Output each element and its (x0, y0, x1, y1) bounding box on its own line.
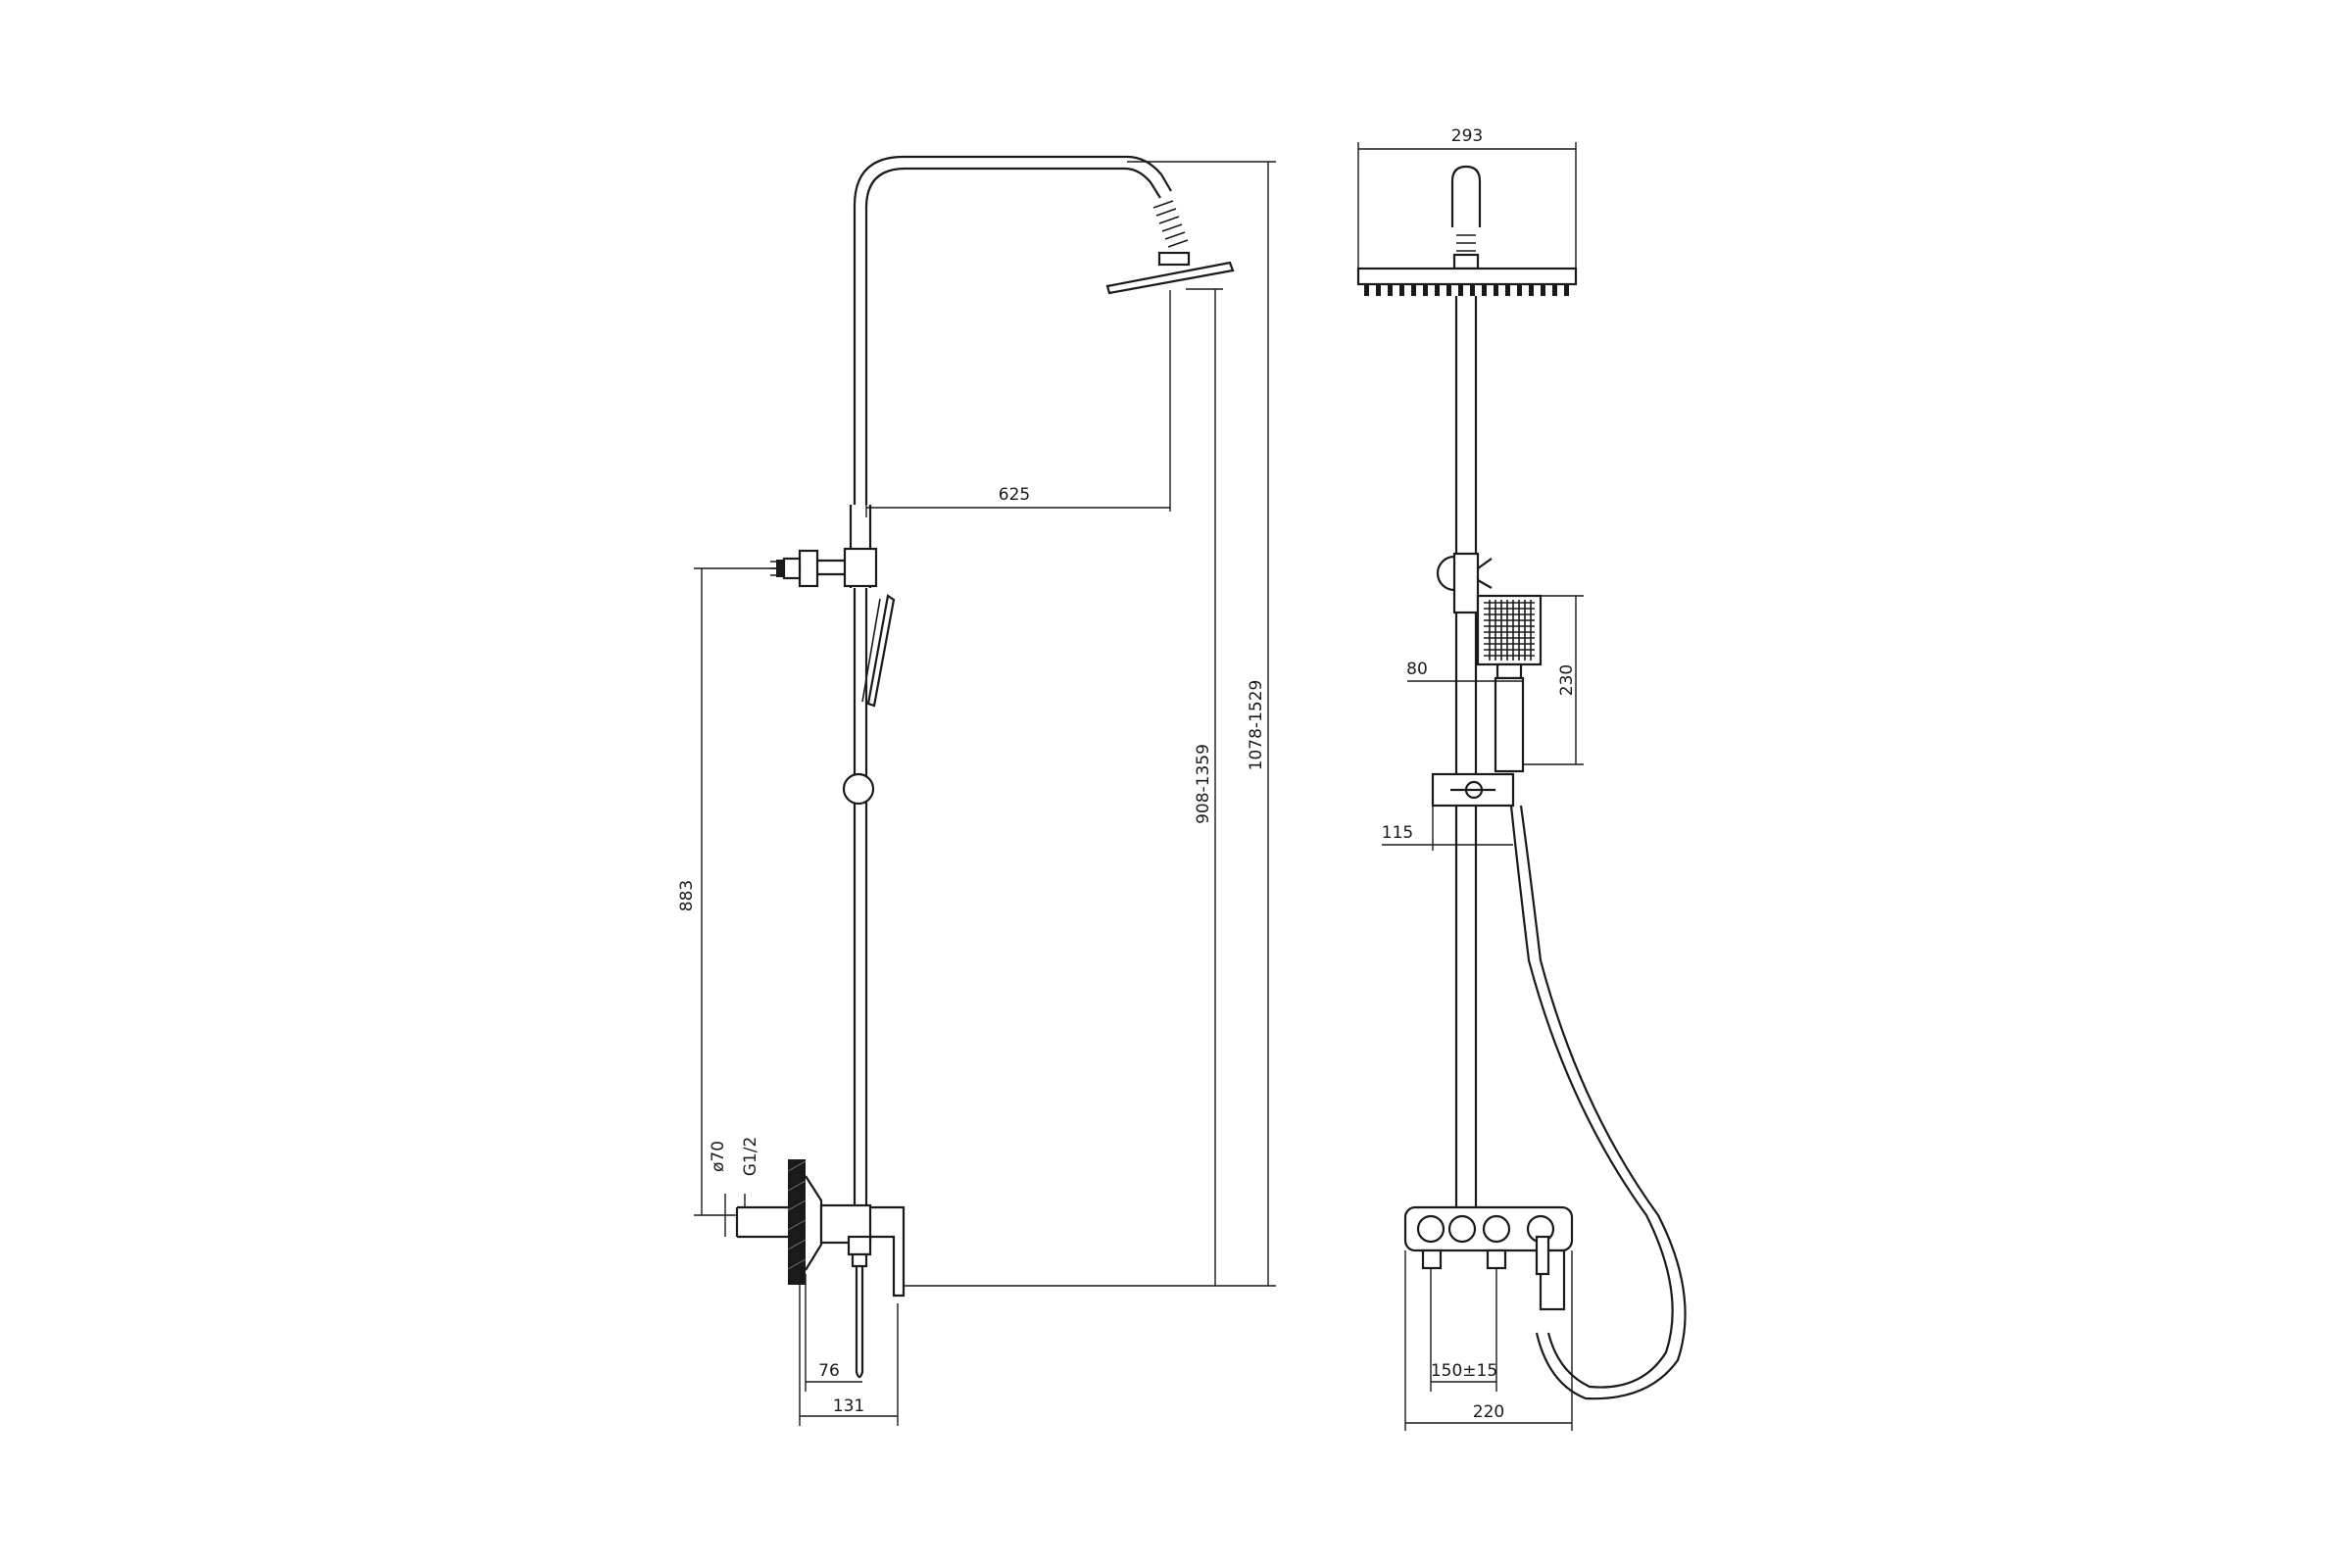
riser-front (1454, 296, 1478, 1207)
front-view: 293 230 80 115 150±15 220 (1356, 126, 1687, 1431)
dim-flange-diameter: ø70 (709, 1141, 728, 1172)
dim-head-height-range: 908-1359 (1194, 744, 1213, 824)
dim-bracket-width: 115 (1382, 823, 1413, 843)
dim-inlet-centers: 150±15 (1431, 1361, 1497, 1381)
wall-bracket-front (1436, 552, 1493, 614)
front-dimension-labels: 293 230 80 115 150±15 220 (1382, 126, 1577, 1422)
wall-mixer-side (735, 1159, 906, 1379)
side-dimensions (694, 161, 1276, 1426)
nozzle-row (1364, 284, 1569, 296)
side-view: 625 883 ø70 G1/2 76 131 908-1359 1078-15… (677, 155, 1276, 1426)
mixer-front (1403, 1205, 1574, 1311)
lower-riser (849, 505, 872, 1207)
hand-shower-front (1431, 594, 1543, 808)
dim-arm-reach: 625 (999, 485, 1030, 505)
dim-mixer-depth: 131 (833, 1396, 864, 1416)
riser-pipe (853, 155, 1189, 505)
hand-shower-nozzles (1484, 600, 1535, 661)
dim-hand-shower-length: 230 (1557, 664, 1577, 696)
dim-mixer-width: 220 (1473, 1402, 1504, 1422)
dim-overall-height-range: 1078-1529 (1247, 680, 1266, 771)
side-dimension-labels: 625 883 ø70 G1/2 76 131 908-1359 1078-15… (677, 485, 1266, 1416)
shower-head-front (1356, 165, 1578, 296)
dim-inlet-thread: G1/2 (741, 1137, 760, 1177)
dim-holder-height: 883 (677, 880, 697, 911)
dim-hand-shower-width: 80 (1406, 660, 1428, 679)
dim-head-width: 293 (1451, 126, 1483, 146)
shower-head-side (1105, 251, 1235, 295)
shower-hose (1509, 805, 1687, 1400)
dim-mixer-offset: 76 (818, 1361, 840, 1381)
front-dimensions (1357, 142, 1584, 1431)
wall-bracket (770, 547, 878, 588)
hand-shower-side (842, 594, 896, 806)
